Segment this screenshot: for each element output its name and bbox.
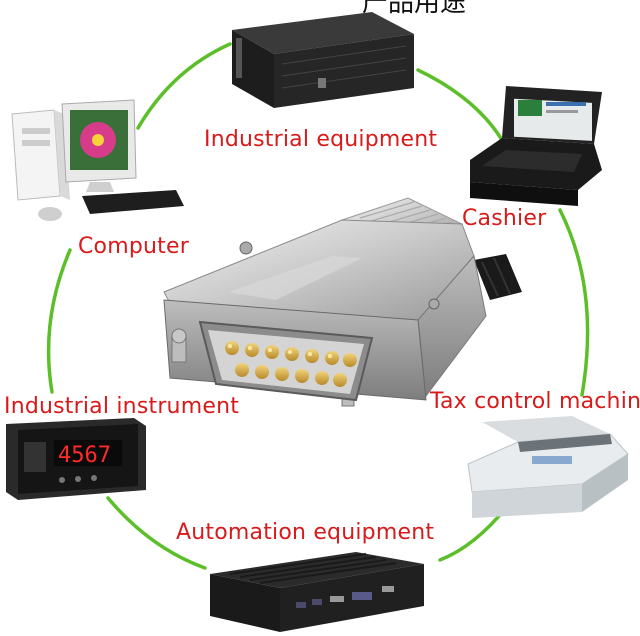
label-cashier: Cashier [462,206,547,231]
header-partial-text: 产品用途 [362,0,467,18]
label-tax-control-machine: Tax control machine [430,389,640,414]
label-industrial-equipment: Industrial equipment [204,127,438,152]
label-automation-equipment: Automation equipment [176,520,435,545]
pos-terminal-icon [462,82,612,210]
arc-bottom-left [106,496,207,570]
arc-top-right [416,68,504,142]
arc-right [558,208,590,397]
server-rack-icon [222,4,418,116]
panel-meter-icon: 4567 [2,416,150,502]
desktop-pc-icon [6,96,188,236]
label-industrial-instrument: Industrial instrument [4,394,240,419]
dot-matrix-printer-icon [462,412,632,522]
meter-display: 4567 [58,443,111,468]
fanless-pc-icon [206,544,428,636]
arc-top-left [136,42,232,130]
label-computer: Computer [78,234,189,259]
db15-connector-image [156,196,526,432]
arc-left [46,248,72,394]
